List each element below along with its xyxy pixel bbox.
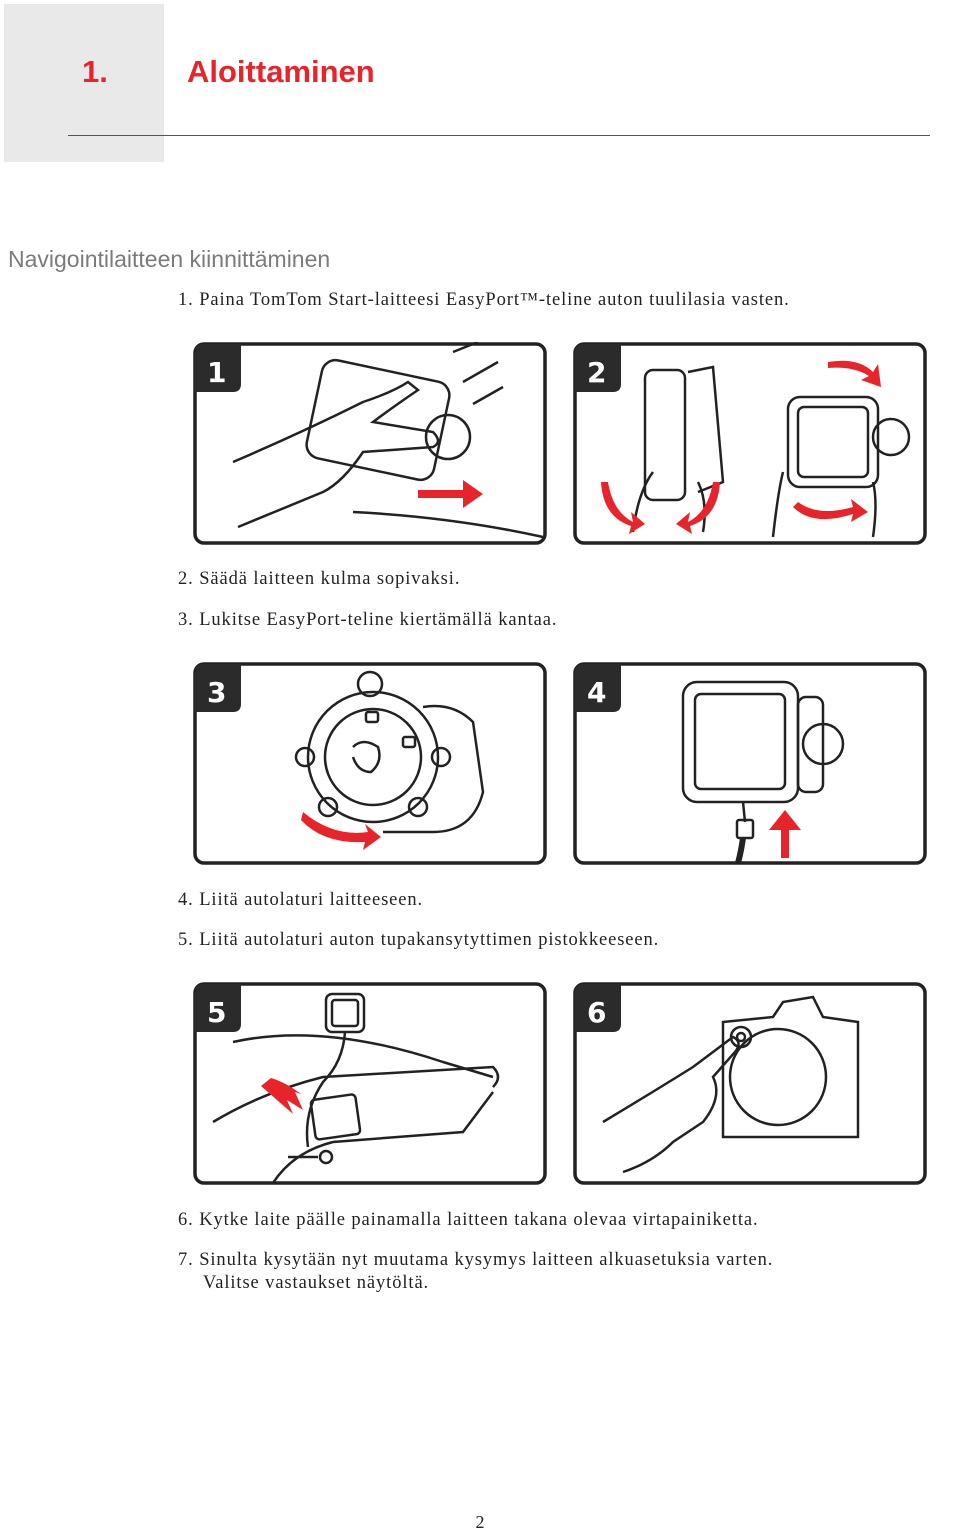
rotate-arrow-left-icon xyxy=(601,482,645,534)
illustration-panel-4: 4 xyxy=(573,662,927,865)
step-4: 4. Liitä autolaturi laitteeseen. xyxy=(178,890,424,910)
illustration-panel-1: 1 xyxy=(193,342,547,545)
plug-in-arrow-icon xyxy=(769,810,801,858)
panel-number-6: 6 xyxy=(587,996,606,1029)
step-7-continuation: Valitse vastaukset näytöltä. xyxy=(203,1273,430,1293)
rotate-lock-arrow-icon xyxy=(301,812,381,850)
page-number: 2 xyxy=(475,1512,485,1532)
chapter-divider xyxy=(68,135,930,136)
car-dashboard-icon xyxy=(212,992,500,1184)
illustration-panel-6: 6 xyxy=(573,982,927,1185)
step-1: 1. Paina TomTom Start-laitteesi EasyPort… xyxy=(178,290,790,310)
step-6: 6. Kytke laite päälle painamalla laittee… xyxy=(178,1210,759,1230)
step-3: 3. Lukitse EasyPort-teline kiertämällä k… xyxy=(178,610,558,630)
panel-number-3: 3 xyxy=(207,676,226,709)
panel-number-2: 2 xyxy=(587,356,606,389)
panel-number-5: 5 xyxy=(207,996,226,1029)
power-button-icon xyxy=(602,995,860,1174)
step-5: 5. Liitä autolaturi auton tupakansytytti… xyxy=(178,930,660,950)
chapter-title: Aloittaminen xyxy=(187,54,375,89)
device-charger-icon xyxy=(681,680,845,840)
illustration-panel-5: 5 xyxy=(193,982,547,1185)
step-7: 7. Sinulta kysytään nyt muutama kysymys … xyxy=(178,1250,774,1270)
lock-base-icon xyxy=(294,670,485,834)
illustration-panel-3: 3 xyxy=(193,662,547,865)
tilt-arrow-top-icon xyxy=(828,360,881,387)
windshield-mount-icon xyxy=(232,342,544,539)
panel-number-1: 1 xyxy=(207,356,226,389)
panel-number-4: 4 xyxy=(587,676,606,709)
tilt-arrow-bottom-icon xyxy=(793,499,868,522)
rotate-arrow-right-icon xyxy=(676,482,720,534)
chapter-number: 1. xyxy=(82,54,108,89)
illustration-panel-2: 2 xyxy=(573,342,927,545)
push-arrow-icon xyxy=(418,480,483,508)
section-heading: Navigointilaitteen kiinnittäminen xyxy=(8,246,331,272)
insert-arrow-icon xyxy=(261,1078,303,1114)
step-2: 2. Säädä laitteen kulma sopivaksi. xyxy=(178,569,461,589)
